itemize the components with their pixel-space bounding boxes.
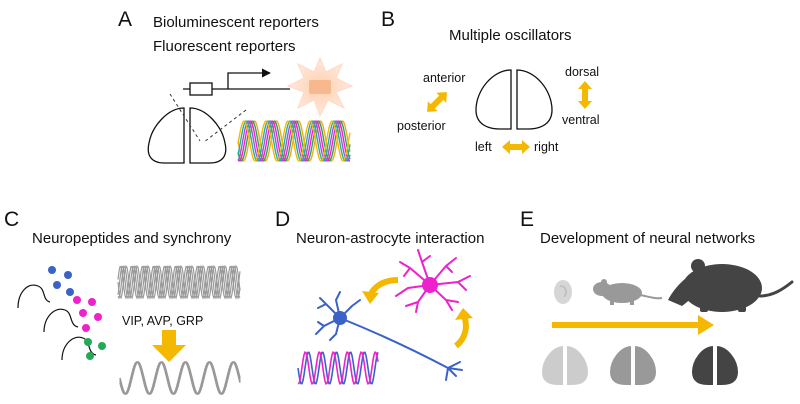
left-right-arrow-icon (502, 140, 530, 154)
scn-outline-icon (475, 69, 553, 130)
reporter-construct-icon (183, 68, 290, 96)
panel-e-title: Development of neural networks (540, 230, 755, 247)
oscillation-trace (237, 120, 351, 162)
astrocyte-trace (297, 351, 379, 385)
desync-trace (117, 265, 241, 300)
label-dorsal: dorsal (565, 65, 599, 79)
adult-mouse-icon (668, 259, 794, 312)
anterior-posterior-arrow-icon (427, 92, 447, 112)
desync-trace (117, 265, 241, 300)
label-anterior: anterior (423, 71, 465, 85)
oscillation-trace (237, 120, 351, 162)
label-posterior: posterior (397, 119, 446, 133)
panel-c: C Neuropeptides and synchrony VIP, AVP, … (4, 208, 241, 395)
panel-d-title: Neuron-astrocyte interaction (296, 230, 484, 247)
peptide-list: VIP, AVP, GRP (122, 314, 203, 328)
synchronizing-arrow-icon (152, 330, 186, 362)
desynchronized-traces (117, 264, 241, 300)
desync-trace (117, 265, 241, 300)
neuron-trace (297, 351, 379, 385)
panel-a-letter: A (118, 8, 132, 31)
panel-c-letter: C (4, 208, 19, 231)
label-ventral: ventral (562, 113, 600, 127)
panel-e-letter: E (520, 208, 534, 231)
sync-trace (119, 361, 241, 395)
neuron-to-astrocyte-arrow-icon (453, 308, 473, 349)
scn-outline-icon (147, 93, 247, 164)
panel-b-letter: B (381, 8, 395, 31)
neuron-astrocyte-traces (297, 351, 379, 385)
neuropeptide-dots (48, 266, 106, 360)
development-timeline-arrow-icon (552, 315, 714, 335)
scn-embryo-icon (539, 343, 591, 387)
desync-trace (117, 264, 241, 300)
oscillation-traces (237, 120, 351, 162)
scn-pup-icon (607, 343, 659, 387)
oscillation-trace (237, 120, 351, 162)
panel-c-title: Neuropeptides and synchrony (32, 230, 232, 247)
synchronized-traces (119, 361, 241, 395)
neuron-outlines-icon (17, 284, 97, 361)
panel-a: A Bioluminescent reporters Fluorescent r… (118, 8, 354, 164)
label-right: right (534, 140, 559, 154)
scn-adult-icon (689, 343, 741, 387)
panel-b-title: Multiple oscillators (449, 27, 572, 44)
panel-d-letter: D (275, 208, 290, 231)
neuron-icon (315, 291, 463, 381)
panel-b: B Multiple oscillators anterior posterio… (381, 8, 600, 154)
embryo-icon (554, 280, 572, 304)
astrocyte-icon (395, 249, 471, 313)
panel-e: E Development of neural networks (520, 208, 794, 387)
pup-mouse-icon (593, 279, 663, 305)
oscillation-trace (237, 120, 351, 162)
panel-a-reporter-line-1: Bioluminescent reporters (153, 14, 319, 31)
label-left: left (475, 140, 492, 154)
glowing-reporter-icon (286, 56, 354, 118)
panel-d: D Neuron-astrocyte interaction (275, 208, 484, 385)
dorsal-ventral-arrow-icon (578, 81, 592, 109)
astrocyte-to-neuron-arrow-icon (362, 277, 399, 304)
panel-a-reporter-line-2: Fluorescent reporters (153, 38, 296, 55)
sync-trace (119, 361, 241, 395)
